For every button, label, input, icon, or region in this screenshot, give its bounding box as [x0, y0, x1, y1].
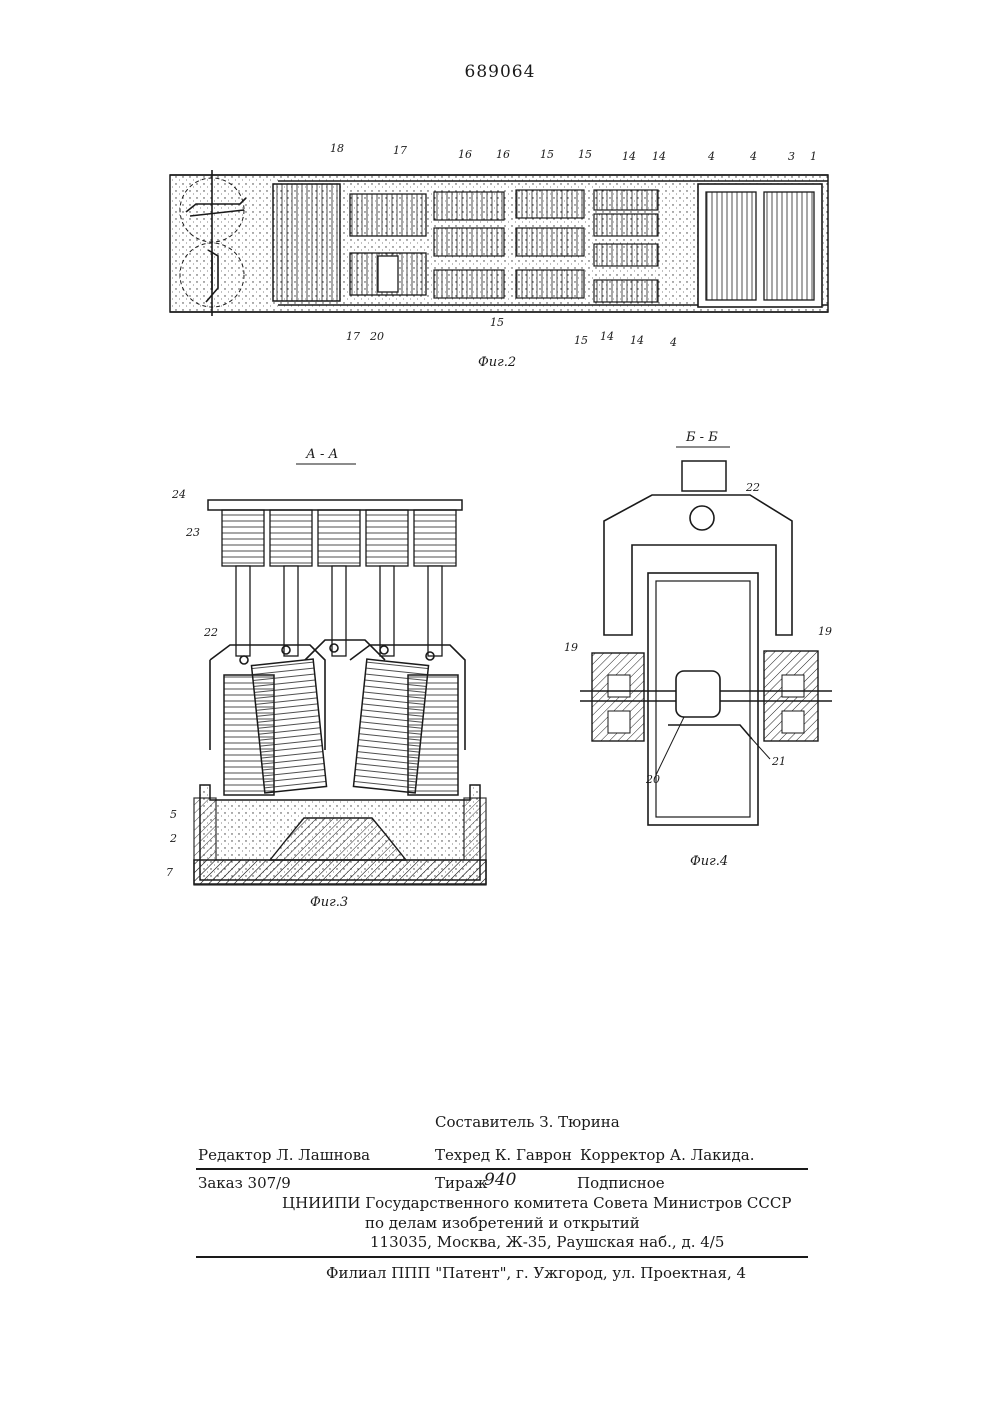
fig2-label: 20	[369, 330, 384, 343]
fig2-label: 17	[346, 330, 360, 343]
imprint-address: 113035, Москва, Ж-35, Раушская наб., д. …	[370, 1233, 724, 1251]
fig4-caption: Фиг.4	[690, 854, 728, 869]
imprint-org-line1: ЦНИИПИ Государственного комитета Совета …	[282, 1194, 791, 1212]
imprint-tirazh-value: 940	[484, 1170, 516, 1190]
fig2-label: 15	[578, 148, 592, 161]
figure-3-drawing: А - А 24 23 22 5 2 7	[160, 440, 500, 920]
fig2-label: 14	[630, 334, 644, 347]
imprint-corrector: Корректор А. Лакида.	[580, 1146, 754, 1164]
fig3-label: 7	[166, 866, 173, 879]
fig3-section-title: А - А	[305, 447, 338, 462]
fig2-caption: Фиг.2	[478, 355, 516, 370]
fig4-label: 19	[564, 641, 578, 654]
fig3-caption: Фиг.3	[310, 895, 348, 910]
fig2-label: 16	[458, 148, 472, 161]
imprint-org-line2: по делам изобретений и открытий	[365, 1214, 640, 1232]
patent-number: 689064	[0, 62, 1000, 82]
fig2-label: 14	[600, 330, 614, 343]
fig2-label: 18	[330, 142, 344, 155]
fig2-label: 16	[496, 148, 510, 161]
imprint-editor: Редактор Л. Лашнова	[198, 1146, 370, 1164]
fig2-label: 15	[540, 148, 554, 161]
imprint-order: Заказ 307/9	[198, 1174, 291, 1192]
fig3-label: 22	[203, 626, 218, 639]
fig3-label: 5	[170, 808, 177, 821]
fig2-label: 4	[669, 336, 677, 349]
figure-2-drawing: 18 17 16 16 15 15 14 14 4 4 3 1 17 20 15…	[160, 140, 860, 380]
fig4-label: 22	[745, 481, 760, 494]
imprint-techred: Техред К. Гаврон	[435, 1146, 572, 1164]
fig2-label: 14	[622, 150, 636, 163]
fig3-label: 2	[169, 832, 177, 845]
fig2-label: 14	[652, 150, 666, 163]
figure-4-drawing: Б - Б 22 19 19 20 21 Фиг.4	[560, 425, 870, 885]
fig4-label: 19	[818, 625, 832, 638]
fig3-label: 23	[185, 526, 200, 539]
fig2-label: 1	[810, 150, 817, 163]
fig2-label: 17	[393, 144, 407, 157]
fig2-label: 4	[707, 150, 715, 163]
fig4-label: 21	[771, 755, 786, 768]
imprint-subscription: Подписное	[577, 1174, 665, 1192]
imprint-compiler: Составитель З. Тюрина	[435, 1113, 620, 1131]
fig3-label: 24	[171, 488, 186, 501]
fig4-section-title: Б - Б	[685, 430, 718, 445]
fig2-label: 15	[574, 334, 588, 347]
fig2-label: 15	[490, 316, 504, 329]
fig2-label: 3	[788, 150, 795, 163]
imprint-tirazh-label: Тираж	[435, 1174, 487, 1192]
fig4-label: 20	[645, 773, 660, 786]
imprint-branch: Филиал ППП "Патент", г. Ужгород, ул. Про…	[326, 1264, 746, 1282]
fig2-label: 4	[749, 150, 757, 163]
